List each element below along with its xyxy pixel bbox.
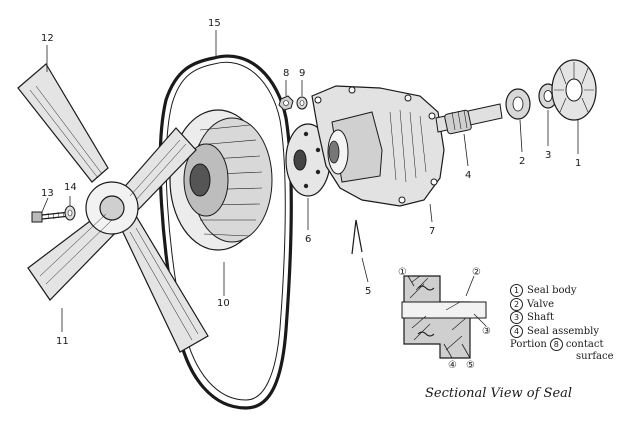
fan-bolt	[31, 211, 71, 223]
cooling-fan	[17, 63, 209, 353]
callout-8: 8	[283, 68, 289, 79]
bearing	[505, 88, 531, 120]
portion-text: contact	[565, 339, 604, 350]
water-pump-body	[311, 85, 445, 207]
hub-washer	[296, 96, 308, 110]
pulley-hub	[285, 123, 331, 197]
lock-washer	[64, 205, 76, 221]
legend-mark: 1	[510, 284, 523, 297]
legend-text: Seal assembly	[527, 325, 599, 337]
pump-shaft	[435, 103, 503, 135]
callout-9: 9	[299, 68, 305, 79]
hub-nut	[278, 95, 294, 111]
callout-2: 2	[519, 156, 525, 167]
legend-item-valve: 2 Valve	[510, 297, 599, 312]
callout-4: 4	[465, 170, 471, 181]
inset-callout-1: ①	[398, 267, 407, 278]
callout-14: 14	[64, 182, 77, 193]
legend-item-seal-assembly: 4 Seal assembly	[510, 324, 599, 339]
legend-text: Seal body	[527, 285, 577, 296]
fan-pulley	[169, 109, 273, 251]
callout-7: 7	[429, 226, 435, 237]
callout-1: 1	[575, 158, 581, 169]
legend-mark: 3	[510, 311, 523, 324]
legend-item-seal-body: 1 Seal body	[510, 284, 599, 298]
callout-10: 10	[217, 298, 230, 309]
legend-item-shaft: 3 Shaft	[510, 311, 599, 325]
callout-5: 5	[365, 286, 371, 297]
callout-15: 15	[208, 18, 221, 29]
callout-6: 6	[305, 234, 311, 245]
callout-3: 3	[545, 150, 551, 161]
inset-callout-4: ④	[448, 360, 457, 371]
inset-callout-2: ②	[472, 267, 481, 278]
inset-callout-3: ③	[482, 326, 491, 337]
leader-lines	[41, 30, 579, 359]
legend-mark: 2	[510, 297, 523, 311]
portion-label: Portion	[510, 339, 547, 350]
seal-legend: 1 Seal body 2 Valve 3 Shaft 4 Seal assembly	[510, 284, 599, 338]
seal-section-inset	[400, 268, 487, 366]
legend-text: Shaft	[527, 312, 554, 323]
inset-callouts: ① ② ③ ④ ⑤	[398, 267, 491, 371]
portion-mark: 8	[549, 338, 563, 351]
inset-callout-5: ⑤	[466, 360, 475, 371]
inset-caption: Sectional View of Seal	[425, 386, 573, 401]
fan-belt	[158, 54, 293, 410]
callout-12: 12	[41, 33, 54, 44]
legend-mark: 4	[510, 324, 523, 338]
callout-13: 13	[41, 188, 54, 199]
impeller	[551, 59, 597, 121]
legend-surface-text: surface	[576, 351, 614, 362]
callout-11: 11	[56, 336, 69, 347]
part-number-callouts: 1 2 3 4 5 6 7 8 9 10 11 12 13 14 15	[41, 18, 581, 347]
spring-clip	[351, 219, 363, 255]
legend-text: Valve	[527, 298, 555, 310]
